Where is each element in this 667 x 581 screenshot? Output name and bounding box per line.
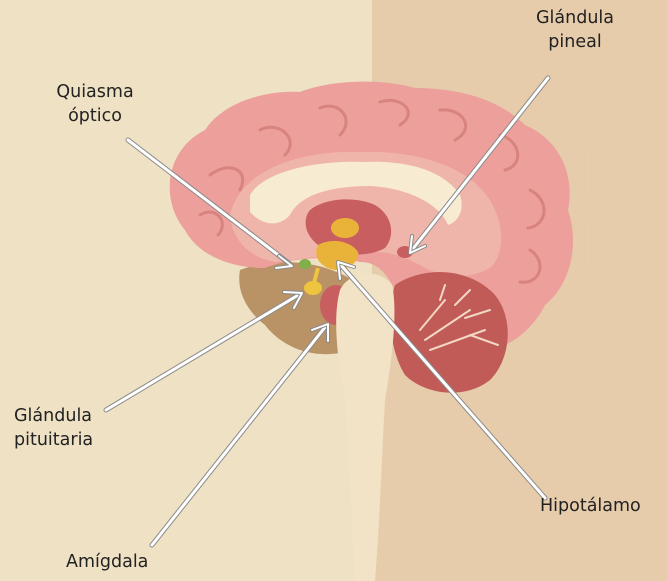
label-pineal-line1: Glándula: [520, 6, 630, 30]
arrow-quiasma: [128, 140, 292, 268]
label-amigdala: Amígdala: [66, 550, 148, 574]
arrow-amigdala: [152, 324, 328, 545]
label-quiasma-line1: Quiasma: [40, 80, 150, 104]
label-hipotalamo: Hipotálamo: [540, 494, 641, 518]
label-quiasma-optico: Quiasma óptico: [40, 80, 150, 128]
label-glandula-pineal: Glándula pineal: [520, 6, 630, 54]
label-pituitaria-line2: pituitaria: [14, 428, 134, 452]
label-glandula-pituitaria: Glándula pituitaria: [14, 404, 134, 452]
arrow-pineal: [410, 78, 548, 253]
label-quiasma-line2: óptico: [40, 104, 150, 128]
label-pineal-line2: pineal: [520, 30, 630, 54]
label-pituitaria-line1: Glándula: [14, 404, 134, 428]
arrow-hipotalamo: [338, 262, 545, 498]
label-amigdala-text: Amígdala: [66, 552, 148, 572]
label-hipotalamo-text: Hipotálamo: [540, 496, 641, 516]
